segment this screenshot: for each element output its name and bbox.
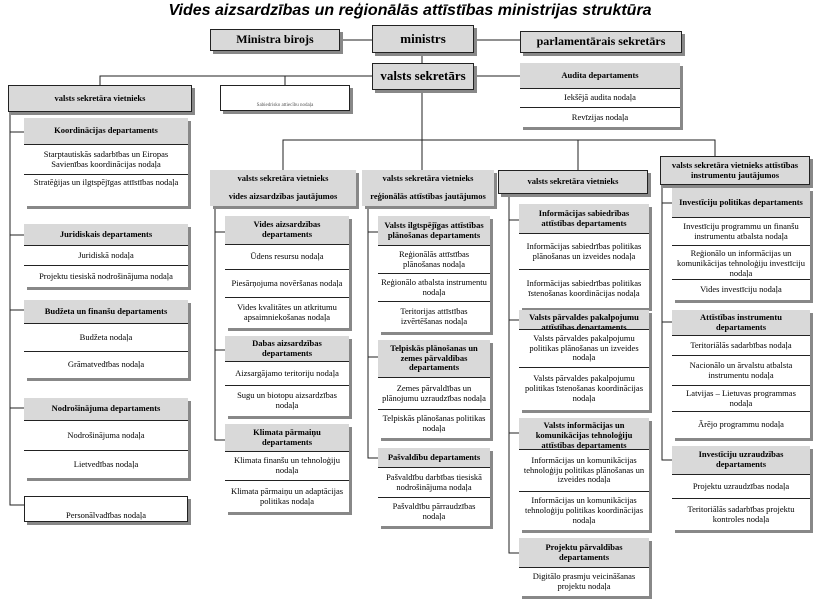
unit-box: Iekšējā audita nodaļa [520, 89, 680, 108]
unit-box: Valsts pārvaldes pakalpojumu politikas ī… [519, 368, 649, 410]
department-header: Telpiskās plānošanas un zemes pārvaldība… [378, 340, 490, 378]
unit-box: Projektu uzraudzības nodaļa [672, 475, 810, 499]
unit-box: Teritoriālās sadarbības nodaļa [672, 336, 810, 356]
department-header: Informācijas sabiedrības attīstības depa… [519, 204, 649, 234]
unit-box: Sugu un biotopu aizsardzības nodaļa [225, 386, 349, 416]
unit-box: Stratēģijas un ilgtspējīgas attīstības n… [24, 175, 188, 206]
parliamentary-secretary-box: parlamentārais sekretārs [520, 31, 682, 53]
unit-box: Piesārņojuma novēršanas nodaļa [225, 270, 349, 298]
minister-box: ministrs [372, 25, 474, 53]
department-header: Valsts ilgtspējīgas attīstības plānošana… [378, 216, 490, 246]
unit-box: Lietvedības nodaļa [24, 451, 188, 478]
deputy-secretary-label: valsts sekretāra vietnieks [210, 170, 356, 188]
department-header: Investīciju politikas departaments [672, 188, 810, 218]
unit-box: Teritorijas attīstības izvērtēšanas noda… [378, 302, 490, 332]
unit-box: Reģionālās attīstības plānošanas nodaļa [378, 246, 490, 274]
unit-box: Teritoriālās sadarbības projektu kontrol… [672, 499, 810, 530]
unit-box: Personālvadības nodaļa [24, 496, 188, 522]
department-header: Koordinācijas departaments [24, 118, 188, 145]
unit-box: Investīciju programmu un finanšu instrum… [672, 218, 810, 246]
department-header: Valsts pārvaldes pakalpojumu attīstības … [519, 310, 649, 330]
unit-box: Grāmatvedības nodaļa [24, 352, 188, 378]
state-secretary-box: valsts sekretārs [372, 63, 474, 90]
unit-box: Telpiskās plānošanas politikas nodaļa [378, 410, 490, 438]
deputy-secretary-box-left: valsts sekretāra vietnieks [8, 85, 192, 112]
unit-box: Klimata finanšu un tehnoloģiju nodaļa [225, 452, 349, 481]
unit-box: Budžeta nodaļa [24, 324, 188, 352]
deputy-secretary-subtitle: reģionālās attīstības jautājumos [362, 188, 494, 206]
unit-box: Informācijas un komunikācijas tehnoloģij… [519, 492, 649, 530]
audit-department-header: Audita departaments [520, 63, 680, 89]
unit-box: Reģionālo un informācijas un komunikācij… [672, 246, 810, 280]
unit-box: Zemes pārvaldības un plānojumu uzraudzīb… [378, 378, 490, 410]
unit-box: Aizsargājamo teritoriju nodaļa [225, 362, 349, 386]
unit-box: Nodrošinājuma nodaļa [24, 421, 188, 451]
public-relations-unit-box: Sabiedrisko attiecību nodaļa [220, 85, 350, 111]
deputy-secretary-box-info: valsts sekretāra vietnieks [498, 170, 648, 194]
ministers-office-box: Ministra birojs [210, 29, 340, 51]
department-header: Investīciju uzraudzības departaments [672, 446, 810, 475]
department-header: Klimata pārmaiņu departaments [225, 424, 349, 452]
department-header: Vides aizsardzības departaments [225, 216, 349, 245]
unit-box: Informācijas un komunikācijas tehnoloģij… [519, 450, 649, 492]
department-header: Juridiskais departaments [24, 224, 188, 246]
unit-box: Ūdens resursu nodaļa [225, 245, 349, 270]
unit-box: Nacionālo un ārvalstu atbalsta instrumen… [672, 356, 810, 386]
unit-box: Latvijas – Lietuvas programmas nodaļa [672, 386, 810, 412]
deputy-secretary-subtitle: vides aizsardzības jautājumos [210, 188, 356, 206]
unit-box: Pašvaldību darbības tiesiskā nodrošināju… [378, 468, 490, 498]
department-header: Budžeta un finanšu departaments [24, 300, 188, 324]
department-header: Pašvaldību departaments [378, 448, 490, 468]
unit-box: Revīzijas nodaļa [520, 108, 680, 127]
unit-box: Valsts pārvaldes pakalpojumu politikas p… [519, 330, 649, 368]
unit-box: Informācijas sabiedrības politikas īsten… [519, 270, 649, 308]
unit-box: Reģionālo atbalsta instrumentu nodaļa [378, 274, 490, 302]
unit-box: Klimata pārmaiņu un adaptācijas politika… [225, 481, 349, 512]
unit-box: Digitālo prasmju veicināšanas projektu n… [519, 568, 649, 596]
department-header: Valsts informācijas un komunikācijas teh… [519, 418, 649, 450]
unit-box: Informācijas sabiedrības politikas plāno… [519, 234, 649, 270]
unit-box: Starptautiskās sadarbības un Eiropas Sav… [24, 145, 188, 175]
deputy-secretary-label: valsts sekretāra vietnieks [362, 170, 494, 188]
unit-box: Juridiskā nodaļa [24, 246, 188, 266]
department-header: Projektu pārvaldības departaments [519, 538, 649, 568]
deputy-secretary-box-instruments: valsts sekretāra vietnieks attīstības in… [660, 156, 810, 185]
department-header: Nodrošinājuma departaments [24, 398, 188, 421]
department-header: Attīstības instrumentu departaments [672, 310, 810, 336]
unit-box: Vides kvalitātes un atkritumu apsaimniek… [225, 298, 349, 328]
unit-box: Pašvaldību pārraudzības nodaļa [378, 498, 490, 526]
unit-box: Ārējo programmu nodaļa [672, 412, 810, 438]
chart-title: Vides aizsardzības un reģionālās attīstī… [168, 2, 652, 19]
unit-box: Vides investīciju nodaļa [672, 280, 810, 300]
unit-box: Projektu tiesiskā nodrošinājuma nodaļa [24, 266, 188, 287]
department-header: Dabas aizsardzības departaments [225, 336, 349, 362]
